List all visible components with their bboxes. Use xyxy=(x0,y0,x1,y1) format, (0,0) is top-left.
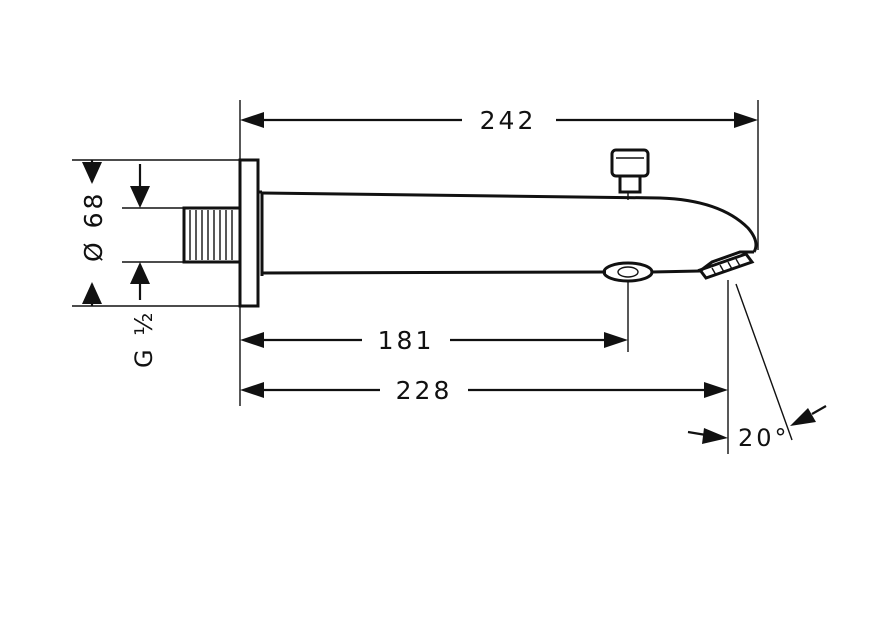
spout-body xyxy=(258,190,758,276)
thread-label: G ½ xyxy=(130,310,158,369)
dimension-spray-angle: 20° xyxy=(687,283,827,452)
dimension-rosette-diameter: Ø 68 xyxy=(72,159,240,307)
diverter-knob xyxy=(610,148,650,200)
overall-length-label: 242 xyxy=(480,106,537,135)
spray-angle-label: 20° xyxy=(738,424,790,452)
dimension-thread: G ½ xyxy=(122,164,184,368)
dimension-228: 228 xyxy=(240,280,729,454)
dimension-181: 181 xyxy=(239,282,629,406)
wall-rosette xyxy=(238,158,260,308)
bottom-outlet xyxy=(602,261,654,283)
rosette-diameter-label: Ø 68 xyxy=(79,191,108,262)
dimension-242: 242 xyxy=(239,100,759,250)
spout-length-label: 228 xyxy=(396,376,453,405)
spray-head xyxy=(697,252,755,280)
outlet-position-label: 181 xyxy=(378,326,435,355)
threaded-connector xyxy=(182,206,242,264)
